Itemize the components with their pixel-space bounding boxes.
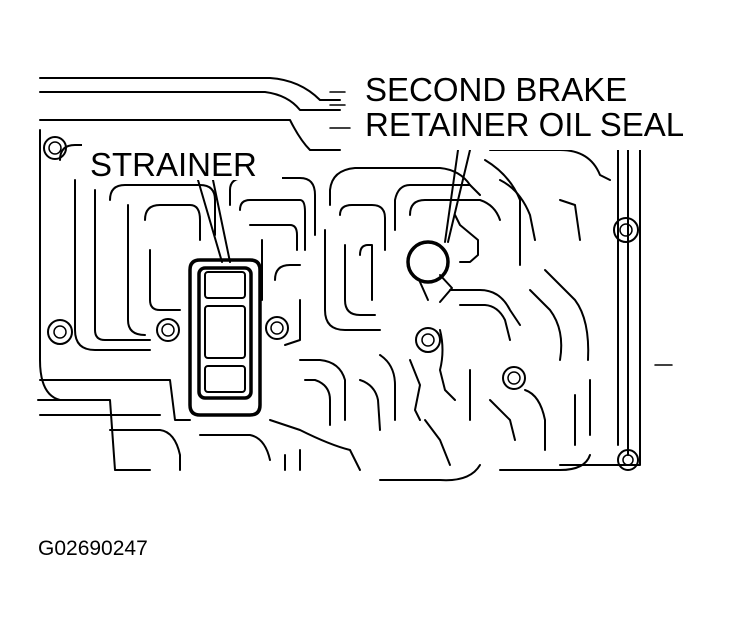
second-brake-label-line2: RETAINER OIL SEAL: [365, 106, 684, 143]
fluid-passages: [39, 144, 591, 471]
bolt-top-left: [43, 136, 67, 160]
strainer-label-bg: [82, 140, 282, 180]
bolt-case-upper: [613, 217, 639, 243]
bolt-strainer-right: [265, 316, 289, 340]
oil-seal-label-bg: [358, 68, 712, 150]
leader-lines: [197, 149, 471, 263]
bolt-left: [47, 319, 73, 345]
bolt-strainer-left: [156, 318, 180, 342]
bolts: [43, 136, 639, 471]
bolt-center: [415, 327, 441, 353]
bolt-case-lower: [617, 449, 639, 471]
bolt-right: [502, 366, 526, 390]
strainer: [188, 258, 262, 417]
oil-seal: [406, 240, 453, 303]
second-brake-label-line1: SECOND BRAKE: [365, 71, 627, 108]
strainer-label: STRAINER: [90, 146, 257, 183]
figure-id: G02690247: [38, 537, 148, 560]
